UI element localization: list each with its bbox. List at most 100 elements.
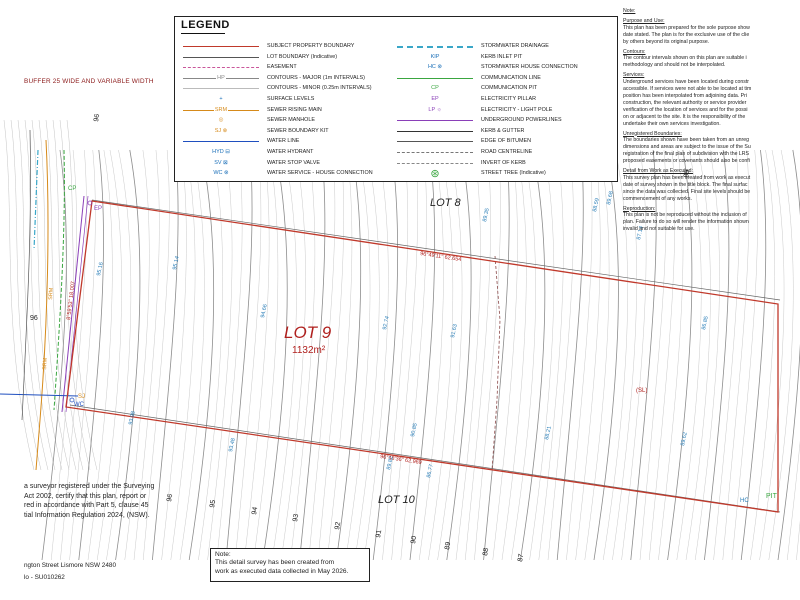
contour-value-label: 86 [683,169,691,178]
minor-contour-line [464,149,491,561]
legend-item-label: STORMWATER DRAINAGE [481,43,549,49]
minor-contour-line [722,149,750,561]
legend-item-label: WATER SERVICE - HOUSE CONNECTION [267,170,373,177]
legend-item-label: KERB & GUTTER [481,127,525,134]
light-line-icon [179,83,263,93]
notes-section-title: Services: [623,72,645,79]
minor-contour-line [59,119,91,471]
major-contour-line [115,149,141,561]
legend-symbol-text: HP [216,74,226,81]
legend-symbol-text: ◎ [217,117,225,124]
minor-contour-line [676,149,702,561]
notes-line: since the data was collected. Final site… [623,188,751,195]
minor-contour-line [639,149,667,561]
spot-level-label: 95.16 [96,262,105,277]
minor-contour-line [391,149,418,561]
legend-item-label: EASEMENT [267,64,297,71]
notes-line: invalid and not suitable for use. [623,226,695,233]
legend-item: STORMWATER DRAINAGE [393,41,549,51]
legend-item-label: SEWER BOUNDARY KIT [267,127,329,134]
address-block: ngton Street Lismore NSW 2480 lo - SU010… [24,560,116,584]
minor-contour-line [428,149,454,561]
notes-line: undertake their own services investigati… [623,120,721,127]
gray-line-icon: HP [179,73,263,83]
minor-contour-line [133,149,160,561]
contour-value-label: 96 [166,493,174,502]
spot-level-label: 93.98 [128,411,137,426]
text-icon: HYD ⊟ [179,147,263,157]
minor-contour-line [547,149,574,561]
minor-contour-line [731,149,758,561]
text-icon: KIP [393,52,477,62]
legend-item-label: CONTOURS - MINOR (0.25m INTERVALS) [267,85,372,92]
cert-line: tial Information Regulation 2024, (NSW). [24,511,150,519]
tree-icon: ⊛ [430,167,440,180]
ep-label: EP [94,206,102,212]
minor-contour-line [244,149,270,561]
spot-level-label: 86.85 [701,316,710,331]
major-contour-line [372,149,399,561]
legend-item-label: STORMWATER HOUSE CONNECTION [481,64,578,71]
legend-item: CONTOURS - MINOR (0.25m INTERVALS) [179,83,372,93]
notes-line: methodology and should not be interpolat… [623,62,726,69]
legend-item-label: SEWER MANHOLE [267,117,315,124]
text-icon: CP [393,83,477,93]
legend-item-label: WATER HYDRANT [267,149,314,155]
legend-title: LEGEND [181,19,230,31]
sj-label: SJ [78,394,85,400]
minor-contour-line [382,149,409,561]
lot10-name: LOT 10 [378,494,415,506]
minor-contour-line [612,149,637,561]
major-contour-line [556,149,584,561]
minor-contour-line [45,119,77,471]
legend-symbol-text: HYD ⊟ [211,149,231,155]
legend-item: SV ⊠WATER STOP VALVE [179,158,320,168]
red-line-icon [179,41,263,51]
major-contour-line [593,149,619,561]
legend-item-label: WATER LINE [267,138,300,145]
blue-line-icon [179,136,263,146]
contour-value-label: 94 [251,506,259,515]
spot-level-label: 89.68 [606,191,615,206]
legend-item: SUBJECT PROPERTY BOUNDARY [179,41,354,51]
job-number: lo - SU010262 [24,574,65,581]
minor-contour-line [52,119,84,471]
sl-label: (SL) [636,388,647,394]
lot10-side-boundary [69,404,781,513]
legend-item: EDGE OF BITUMEN [393,136,531,146]
legend-item-label: STREET TREE (Indicative) [481,170,546,177]
dash-pink-icon [179,62,263,72]
text-icon: HC ⊗ [393,62,477,72]
minor-contour-line [658,149,684,561]
dot-icon: + [179,94,263,104]
contour-value-label: 96 [93,113,101,122]
minor-contour-line [253,149,279,561]
text-icon: LP ☼ [393,105,477,115]
contour-label-left: 96 [30,315,38,322]
pit-label: PIT [766,493,778,500]
major-contour-line [704,149,730,561]
spot-level-label: 94.66 [260,304,269,319]
minor-contour-line [96,149,122,561]
minor-contour-line [575,149,601,561]
legend-item: ⊛ STREET TREE (Indicative) [393,167,546,180]
legend-item-label: CONTOURS - MAJOR (1m INTERVALS) [267,74,365,81]
minor-contour-line [69,149,96,561]
legend-item-label: SUBJECT PROPERTY BOUNDARY [267,43,355,49]
legend-symbol-text: SV ⊠ [213,159,229,166]
srm-label-2: SRM [42,357,49,370]
spot-level-label: 95.14 [172,256,181,271]
major-contour-line [188,149,215,561]
minor-contour-line [455,149,481,561]
minor-contour-line [400,149,427,561]
sewer-rising-main [35,139,49,471]
buffer-label: BUFFER 25 WIDE AND VARIABLE WIDTH [24,78,154,85]
notes-line: The boundaries shown have been taken fro… [623,137,750,144]
notes-line: accessible. If services were not able to… [623,86,752,93]
sewer-manhole-icon: ◎ [179,115,263,125]
spot-level-label: 93.48 [228,438,237,453]
